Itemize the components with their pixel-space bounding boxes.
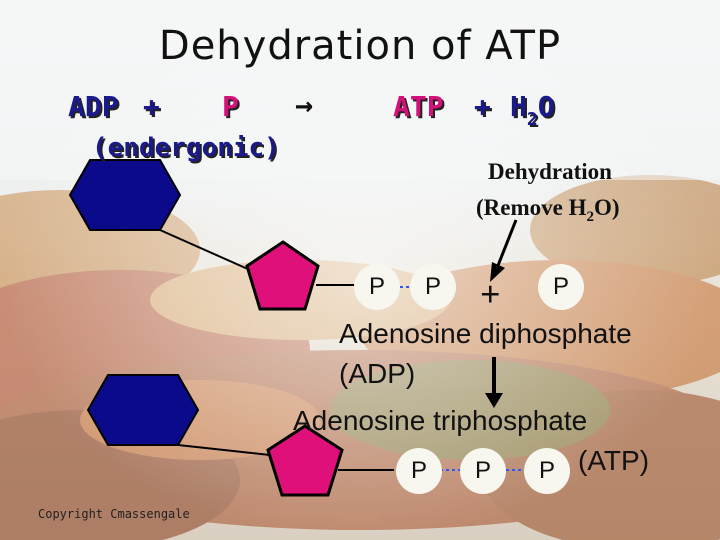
water-h: H	[510, 90, 527, 123]
adp-bond-adenine-ribose	[159, 229, 251, 271]
adp-phosphate-2: P	[410, 264, 456, 310]
atp-abbreviation: (ATP)	[578, 445, 650, 476]
equation-reactant-p: P	[222, 90, 239, 123]
atp-ribose-pentagon	[266, 424, 344, 497]
water-o: O	[537, 90, 555, 123]
equation-product-water: H2O	[510, 90, 555, 129]
adp-plus-sign: +	[480, 274, 501, 314]
water-subscript: 2	[526, 109, 538, 130]
equation-plus-2: +	[474, 90, 491, 123]
remove-water-label: (Remove H2O)	[476, 195, 620, 225]
remove-water-subscript: 2	[586, 209, 595, 225]
equation-reaction-type: (endergonic)	[92, 133, 280, 163]
remove-water-text-a: (Remove H	[476, 195, 587, 220]
equation-plus-1: +	[143, 90, 160, 123]
adp-adenine-hexagon	[68, 159, 182, 231]
adp-ribose-pentagon	[245, 240, 320, 311]
dehydration-arrow-head	[490, 262, 505, 282]
atp-phosphate-3: P	[524, 448, 570, 494]
free-phosphate: P	[538, 264, 584, 310]
equation-reactant-adp: ADP	[68, 90, 119, 123]
page-title: Dehydration of ATP	[158, 23, 562, 69]
atp-adenine-hexagon	[86, 374, 200, 446]
dehydration-arrow-shaft	[495, 219, 518, 269]
adp-phosphate-1: P	[354, 264, 400, 310]
atp-phosphate-2: P	[460, 448, 506, 494]
atp-phosphate-1: P	[396, 448, 442, 494]
adp-name: Adenosine diphosphate	[339, 318, 632, 349]
copyright-text: Copyright Cmassengale	[38, 507, 190, 521]
atp-name: Adenosine triphosphate	[293, 405, 588, 436]
adp-to-atp-arrow-head	[485, 393, 503, 408]
adp-abbreviation: (ADP)	[339, 358, 416, 389]
equation-product-atp: ATP	[393, 90, 444, 123]
equation-arrow: →	[295, 88, 314, 123]
remove-water-text-b: O)	[594, 195, 620, 220]
atp-bond-adenine-ribose	[177, 444, 271, 456]
dehydration-label: Dehydration	[488, 159, 612, 184]
